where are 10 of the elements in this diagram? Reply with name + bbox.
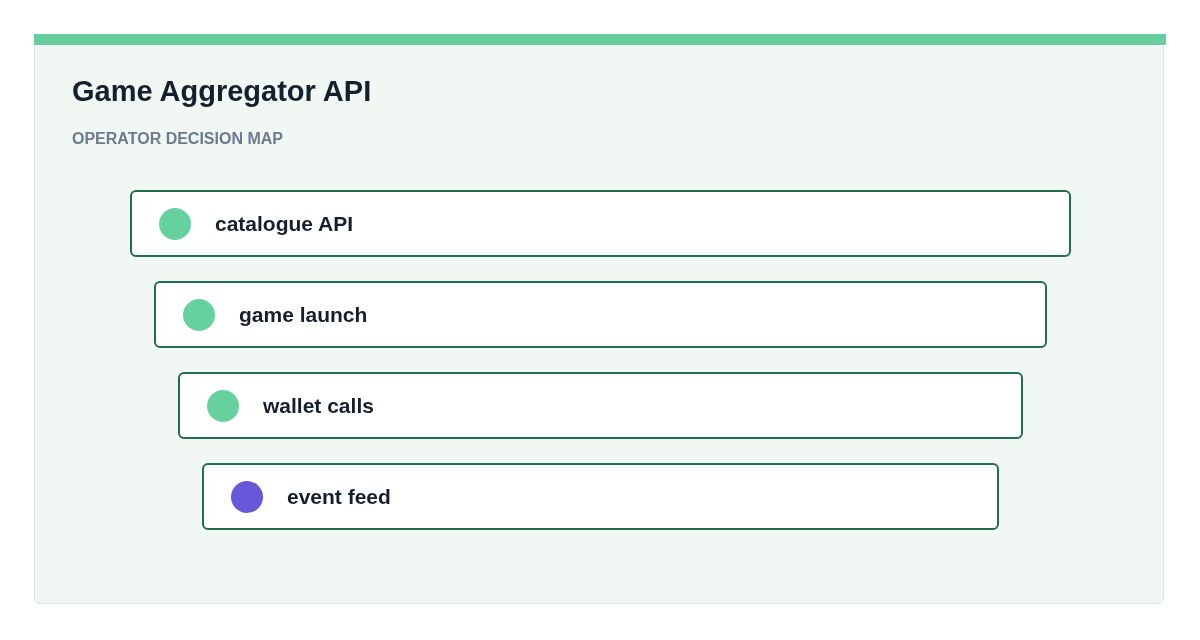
subtitle: OPERATOR DECISION MAP <box>72 129 283 149</box>
step-box <box>178 372 1023 439</box>
diagram-title: Game Aggregator API <box>72 74 372 109</box>
step-box <box>130 190 1071 257</box>
step-label: game launch <box>239 302 368 328</box>
step-label: event feed <box>287 484 391 510</box>
step-box <box>154 281 1047 348</box>
step-box <box>202 463 999 530</box>
step-label: wallet calls <box>263 393 374 419</box>
step-label: catalogue API <box>215 211 354 237</box>
